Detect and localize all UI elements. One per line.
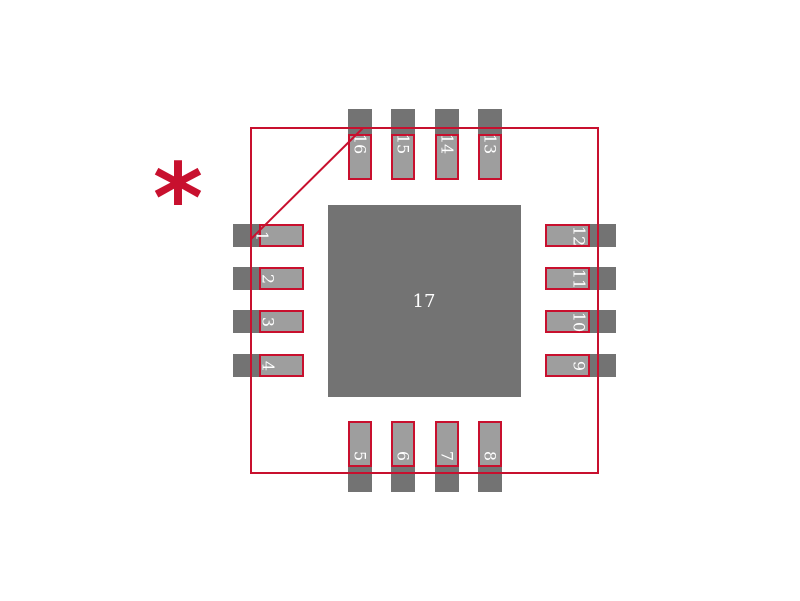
right-pins: 9 10 11 12 bbox=[545, 224, 616, 377]
pad-pin-13: 13 bbox=[478, 109, 502, 180]
pad-pin-2: 2 bbox=[233, 267, 304, 290]
pad-pin-10: 10 bbox=[545, 310, 616, 333]
thermal-pad bbox=[328, 205, 521, 397]
left-pins: 1 2 3 4 bbox=[233, 224, 304, 377]
thermal-pad-label: 17 bbox=[413, 291, 436, 312]
pad-pin-9: 9 bbox=[545, 354, 616, 377]
pad-pin-4: 4 bbox=[233, 354, 304, 377]
pin-label-4: 4 bbox=[259, 361, 278, 371]
pin-label-13: 13 bbox=[481, 134, 500, 154]
pad-pin-11: 11 bbox=[545, 267, 616, 290]
bottom-pins: 5 6 7 8 bbox=[348, 421, 502, 492]
pin-label-1: 1 bbox=[253, 231, 272, 241]
pin-label-14: 14 bbox=[438, 134, 457, 154]
pad-pin-1: 1 bbox=[233, 224, 304, 247]
pad-pin-6: 6 bbox=[391, 421, 415, 492]
pad-pin-14: 14 bbox=[435, 109, 459, 180]
pad-pin-5: 5 bbox=[348, 421, 372, 492]
pin-label-6: 6 bbox=[394, 451, 413, 461]
pin-label-10: 10 bbox=[570, 312, 589, 332]
pad-pin-12: 12 bbox=[545, 224, 616, 247]
pin-label-5: 5 bbox=[351, 451, 370, 461]
pin1-marker-asterisk: * bbox=[153, 143, 203, 255]
pad-pin-7: 7 bbox=[435, 421, 459, 492]
package-outline bbox=[250, 127, 599, 474]
pin-label-3: 3 bbox=[259, 317, 278, 327]
pad-pin-15: 15 bbox=[391, 109, 415, 180]
pin-label-16: 16 bbox=[351, 134, 370, 154]
pin-label-9: 9 bbox=[570, 361, 589, 371]
pad-pin-16: 16 bbox=[348, 109, 372, 180]
pin-label-8: 8 bbox=[481, 451, 500, 461]
pad-pin-8: 8 bbox=[478, 421, 502, 492]
pin-label-15: 15 bbox=[394, 134, 413, 154]
pin-label-12: 12 bbox=[570, 226, 589, 246]
pin1-chamfer-line bbox=[250, 127, 364, 240]
top-pins: 13 14 15 16 bbox=[348, 109, 502, 180]
pin-label-7: 7 bbox=[438, 451, 457, 461]
pin-label-11: 11 bbox=[570, 269, 589, 289]
pad-pin-3: 3 bbox=[233, 310, 304, 333]
pin-label-2: 2 bbox=[259, 274, 278, 284]
